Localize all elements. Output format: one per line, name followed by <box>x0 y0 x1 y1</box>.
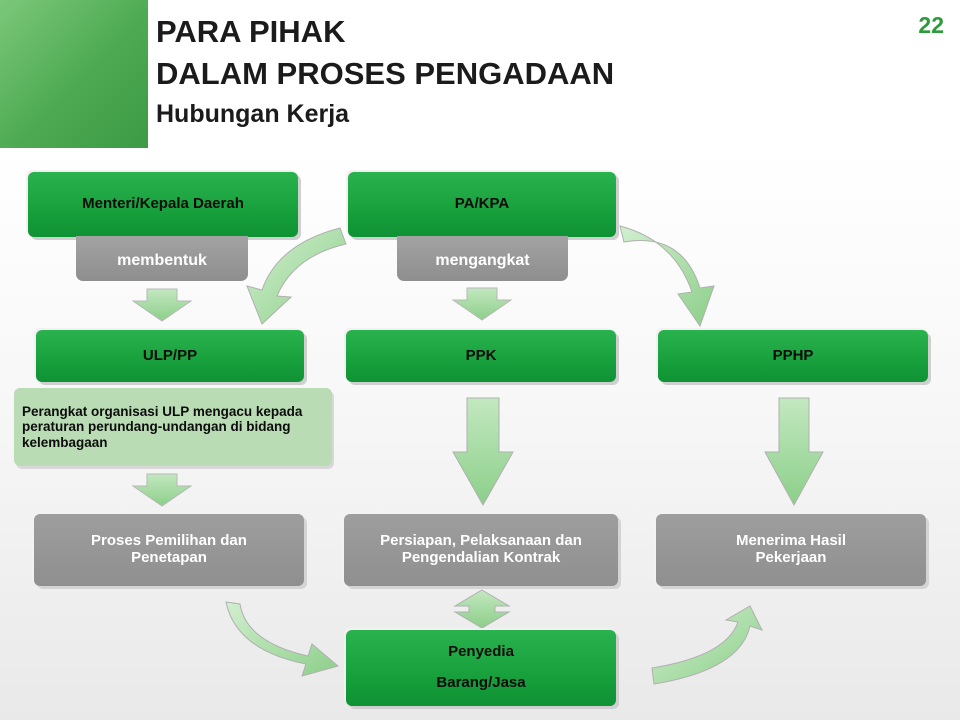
node-persiapan-pelaksanaan: Persiapan, Pelaksanaan dan Pengendalian … <box>344 514 618 586</box>
curved-arrow-proses-to-penyedia <box>225 601 340 677</box>
penyedia-line-1: Penyedia <box>448 643 514 661</box>
curved-arrow-pakpa-to-pphp <box>619 225 715 328</box>
node-penyedia-barang-jasa: Penyedia Barang/Jasa <box>346 630 616 706</box>
penyedia-line-2: Barang/Jasa <box>436 674 526 691</box>
slide-subtitle: Hubungan Kerja <box>156 100 350 128</box>
down-arrow-membentuk <box>131 288 193 322</box>
curved-arrow-pakpa-to-ulp <box>246 227 347 325</box>
node-menteri-kepala-daerah: Menteri/Kepala Daerah <box>28 172 298 237</box>
slide-title-line-1: PARA PIHAK <box>156 14 346 49</box>
curved-arrow-penyedia-to-menerima <box>651 605 763 685</box>
down-arrow-note-to-proses <box>131 473 193 507</box>
down-arrow-mengangkat <box>451 287 513 321</box>
node-ulp-pp: ULP/PP <box>36 330 304 382</box>
corner-accent-block <box>0 0 148 148</box>
slide-title-line-2: DALAM PROSES PENGADAAN <box>156 56 615 91</box>
node-pa-kpa: PA/KPA <box>348 172 616 237</box>
node-pphp: PPHP <box>658 330 928 382</box>
relation-membentuk: membentuk <box>76 236 248 281</box>
relation-mengangkat: mengangkat <box>397 236 568 281</box>
double-arrow-persiapan-penyedia <box>453 589 511 629</box>
page-number: 22 <box>918 12 944 38</box>
down-arrow-pphp <box>764 397 824 507</box>
down-arrow-ppk <box>452 397 514 507</box>
node-ppk: PPK <box>346 330 616 382</box>
ulp-note: Perangkat organisasi ULP mengacu kepada … <box>14 388 332 466</box>
node-menerima-hasil: Menerima Hasil Pekerjaan <box>656 514 926 586</box>
node-proses-pemilihan: Proses Pemilihan dan Penetapan <box>34 514 304 586</box>
